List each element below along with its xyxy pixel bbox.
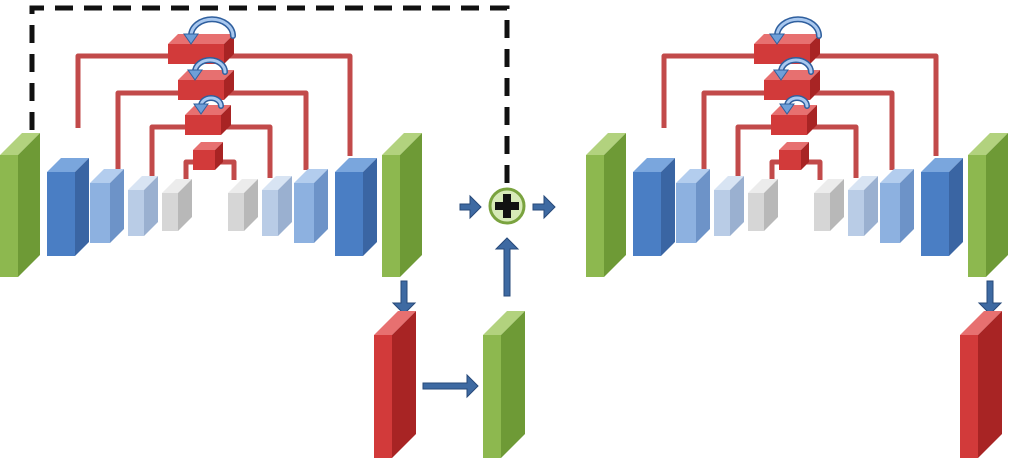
up-arrow-icon <box>494 237 520 297</box>
decoder-block <box>921 158 963 256</box>
red-prediction-block <box>374 311 416 458</box>
plus-circle-icon <box>488 187 526 225</box>
encoder-block <box>633 158 675 256</box>
encoder-block <box>714 176 744 236</box>
loop-arrow-icon <box>193 95 224 115</box>
decoder-block <box>814 179 844 231</box>
residual-block <box>779 142 809 170</box>
output-feature-block <box>968 133 1008 277</box>
output-feature-block <box>382 133 422 277</box>
loop-arrow-icon <box>187 57 228 81</box>
decoder-block <box>294 169 328 243</box>
loop-arrow-icon <box>779 95 810 115</box>
encoder-block <box>676 169 710 243</box>
red-prediction-block <box>960 311 1002 458</box>
encoder-block <box>47 158 89 256</box>
dashed-skip-connection <box>29 5 510 186</box>
input-feature-block <box>586 133 626 277</box>
down-arrow-icon <box>977 280 1003 315</box>
hourglass-module-1 <box>0 16 422 458</box>
decoder-block <box>335 158 377 256</box>
residual-block <box>771 105 817 135</box>
right-arrow-icon <box>532 194 556 220</box>
green-remap-block <box>483 311 525 458</box>
encoder-block <box>90 169 124 243</box>
down-arrow-icon <box>391 280 417 315</box>
encoder-block <box>748 179 778 231</box>
decoder-block <box>880 169 914 243</box>
decoder-block <box>848 176 878 236</box>
right-arrow-icon <box>459 194 482 220</box>
encoder-block <box>162 179 192 231</box>
loop-arrow-icon <box>183 16 236 45</box>
loop-arrow-icon <box>769 16 822 45</box>
decoder-block <box>228 179 258 231</box>
residual-block <box>185 105 231 135</box>
residual-block <box>193 142 223 170</box>
encoder-block <box>128 176 158 236</box>
loop-arrow-icon <box>773 57 814 81</box>
hourglass-module-2 <box>586 16 1008 458</box>
input-feature-block <box>0 133 40 277</box>
decoder-block <box>262 176 292 236</box>
right-arrow-icon <box>422 373 479 399</box>
